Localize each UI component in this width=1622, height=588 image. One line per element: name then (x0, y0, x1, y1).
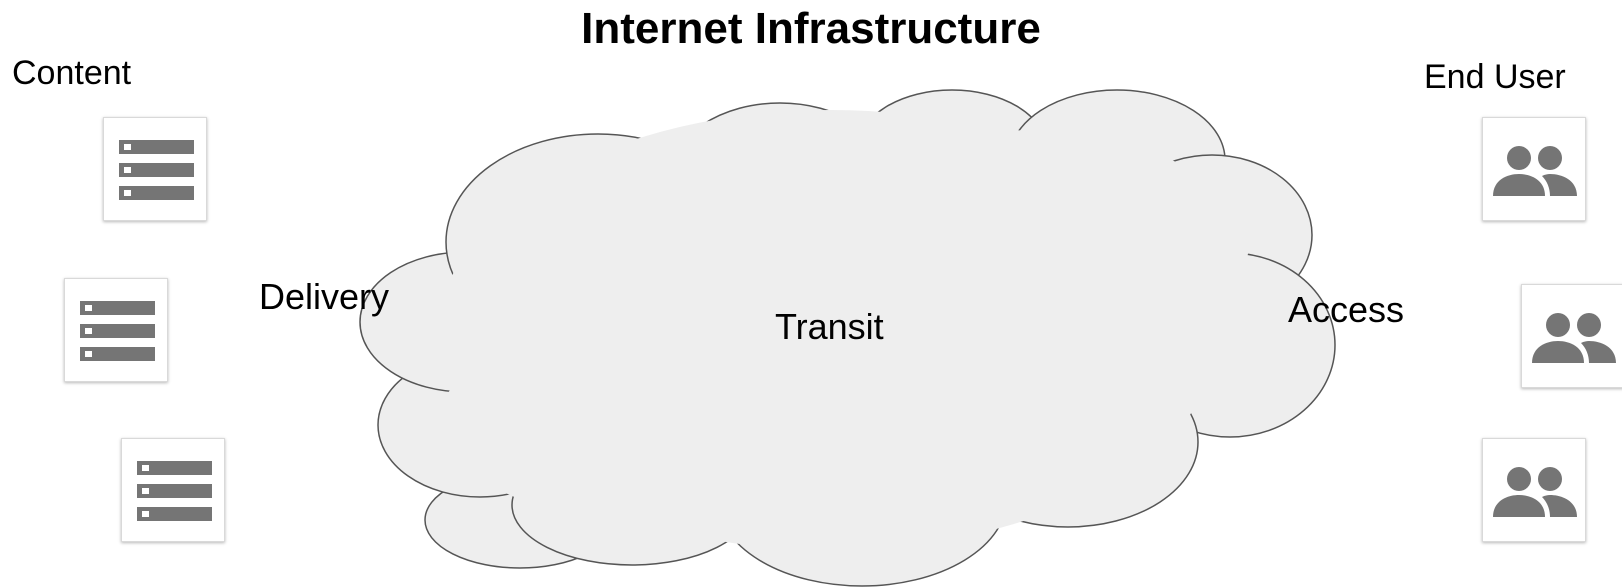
end-user-1 (1482, 117, 1586, 221)
content-server-2 (64, 278, 168, 382)
content-server-3 (121, 438, 225, 542)
transit-label: Transit (775, 306, 884, 347)
access-label: Access (1288, 289, 1405, 330)
diagram-title: Internet Infrastructure (581, 4, 1041, 53)
end-user-column-label: End User (1424, 58, 1566, 96)
server-icon (80, 301, 155, 361)
content-server-1 (103, 117, 207, 221)
users-icon (1493, 467, 1577, 517)
server-icon (137, 461, 212, 521)
users-icon (1532, 313, 1616, 363)
delivery-label: Delivery (259, 276, 390, 317)
content-column-label: Content (12, 54, 132, 92)
end-user-2 (1521, 284, 1622, 388)
end-user-3 (1482, 438, 1586, 542)
users-icon (1493, 146, 1577, 196)
server-icon (119, 140, 194, 200)
